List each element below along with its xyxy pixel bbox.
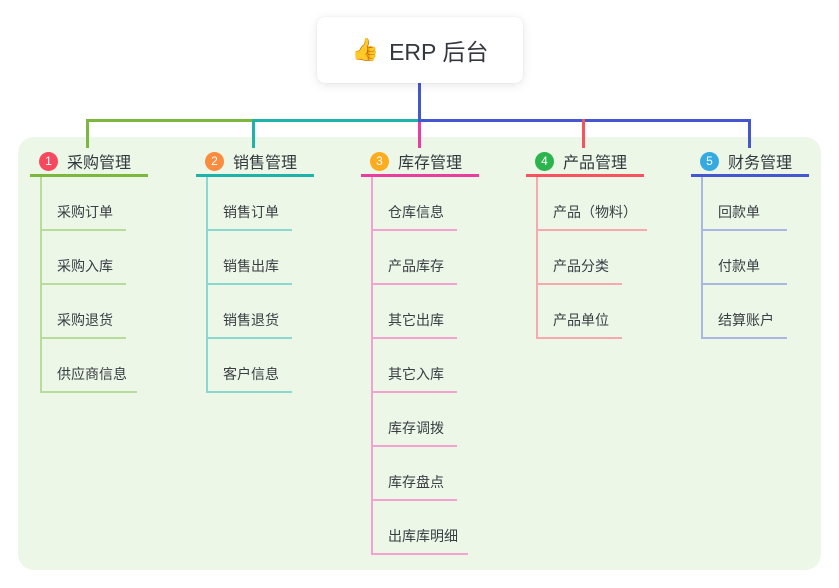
child-node[interactable]: 付款单 <box>701 231 787 285</box>
branch-children: 采购订单采购入库采购退货供应商信息 <box>40 177 162 393</box>
branch-3: 3 库存管理仓库信息产品库存其它出库其它入库库存调拨库存盘点出库库明细 <box>361 148 493 555</box>
branch-drop-line <box>748 119 751 148</box>
children-connector-line <box>40 177 42 393</box>
children-connector-line <box>536 177 538 339</box>
branch-title-label: 产品管理 <box>563 155 628 172</box>
child-node[interactable]: 其它出库 <box>371 285 457 339</box>
branch-children: 仓库信息产品库存其它出库其它入库库存调拨库存盘点出库库明细 <box>371 177 493 555</box>
branch-title-label: 销售管理 <box>233 155 298 172</box>
mindmap-canvas <box>18 137 821 570</box>
root-node-label: ERP 后台 <box>389 39 489 65</box>
branch-drop-line <box>418 119 421 148</box>
branch-4: 4 产品管理产品（物料）产品分类产品单位 <box>526 148 658 339</box>
branch-number-badge: 4 <box>535 151 554 171</box>
branch-children: 产品（物料）产品分类产品单位 <box>536 177 658 339</box>
branch-5: 5 财务管理回款单付款单结算账户 <box>691 148 823 339</box>
branch-children: 回款单付款单结算账户 <box>701 177 823 339</box>
branch-number-badge: 5 <box>700 151 719 171</box>
child-node[interactable]: 采购订单 <box>40 177 126 231</box>
branch-drop-line <box>582 119 585 148</box>
child-node[interactable]: 销售出库 <box>206 231 292 285</box>
branch-1: 1 采购管理采购订单采购入库采购退货供应商信息 <box>30 148 162 393</box>
child-node[interactable]: 其它入库 <box>371 339 457 393</box>
root-stem-line <box>418 83 421 122</box>
child-node[interactable]: 产品（物料） <box>536 177 647 231</box>
branch-title-label: 财务管理 <box>728 155 793 172</box>
branch-children: 销售订单销售出库销售退货客户信息 <box>206 177 328 393</box>
child-node[interactable]: 产品分类 <box>536 231 622 285</box>
branch-drop-line <box>86 119 89 148</box>
branch-title-node[interactable]: 3 库存管理 <box>361 148 479 177</box>
branch-title-node[interactable]: 5 财务管理 <box>691 148 809 177</box>
child-node[interactable]: 销售订单 <box>206 177 292 231</box>
branch-title-node[interactable]: 4 产品管理 <box>526 148 644 177</box>
child-node[interactable]: 销售退货 <box>206 285 292 339</box>
branch-number-badge: 3 <box>370 151 389 171</box>
branch-title-node[interactable]: 2 销售管理 <box>196 148 314 177</box>
branch-number-badge: 1 <box>39 151 58 171</box>
children-connector-line <box>371 177 373 555</box>
branch-title-label: 库存管理 <box>398 155 463 172</box>
trunk-segment <box>252 119 421 122</box>
branch-title-label: 采购管理 <box>67 155 132 172</box>
child-node[interactable]: 回款单 <box>701 177 787 231</box>
child-node[interactable]: 供应商信息 <box>40 339 137 393</box>
thumbs-up-icon: 👍 <box>351 37 380 62</box>
child-node[interactable]: 采购入库 <box>40 231 126 285</box>
children-connector-line <box>701 177 703 339</box>
branch-number-badge: 2 <box>205 151 224 171</box>
child-node[interactable]: 客户信息 <box>206 339 292 393</box>
branch-2: 2 销售管理销售订单销售出库销售退货客户信息 <box>196 148 328 393</box>
branch-drop-line <box>252 119 255 148</box>
child-node[interactable]: 库存盘点 <box>371 447 457 501</box>
children-connector-line <box>206 177 208 393</box>
child-node[interactable]: 产品单位 <box>536 285 622 339</box>
child-node[interactable]: 库存调拨 <box>371 393 457 447</box>
child-node[interactable]: 出库库明细 <box>371 501 468 555</box>
child-node[interactable]: 结算账户 <box>701 285 787 339</box>
root-node[interactable]: 👍 ERP 后台 <box>317 17 523 83</box>
branch-title-node[interactable]: 1 采购管理 <box>30 148 148 177</box>
child-node[interactable]: 仓库信息 <box>371 177 457 231</box>
child-node[interactable]: 产品库存 <box>371 231 457 285</box>
child-node[interactable]: 采购退货 <box>40 285 126 339</box>
